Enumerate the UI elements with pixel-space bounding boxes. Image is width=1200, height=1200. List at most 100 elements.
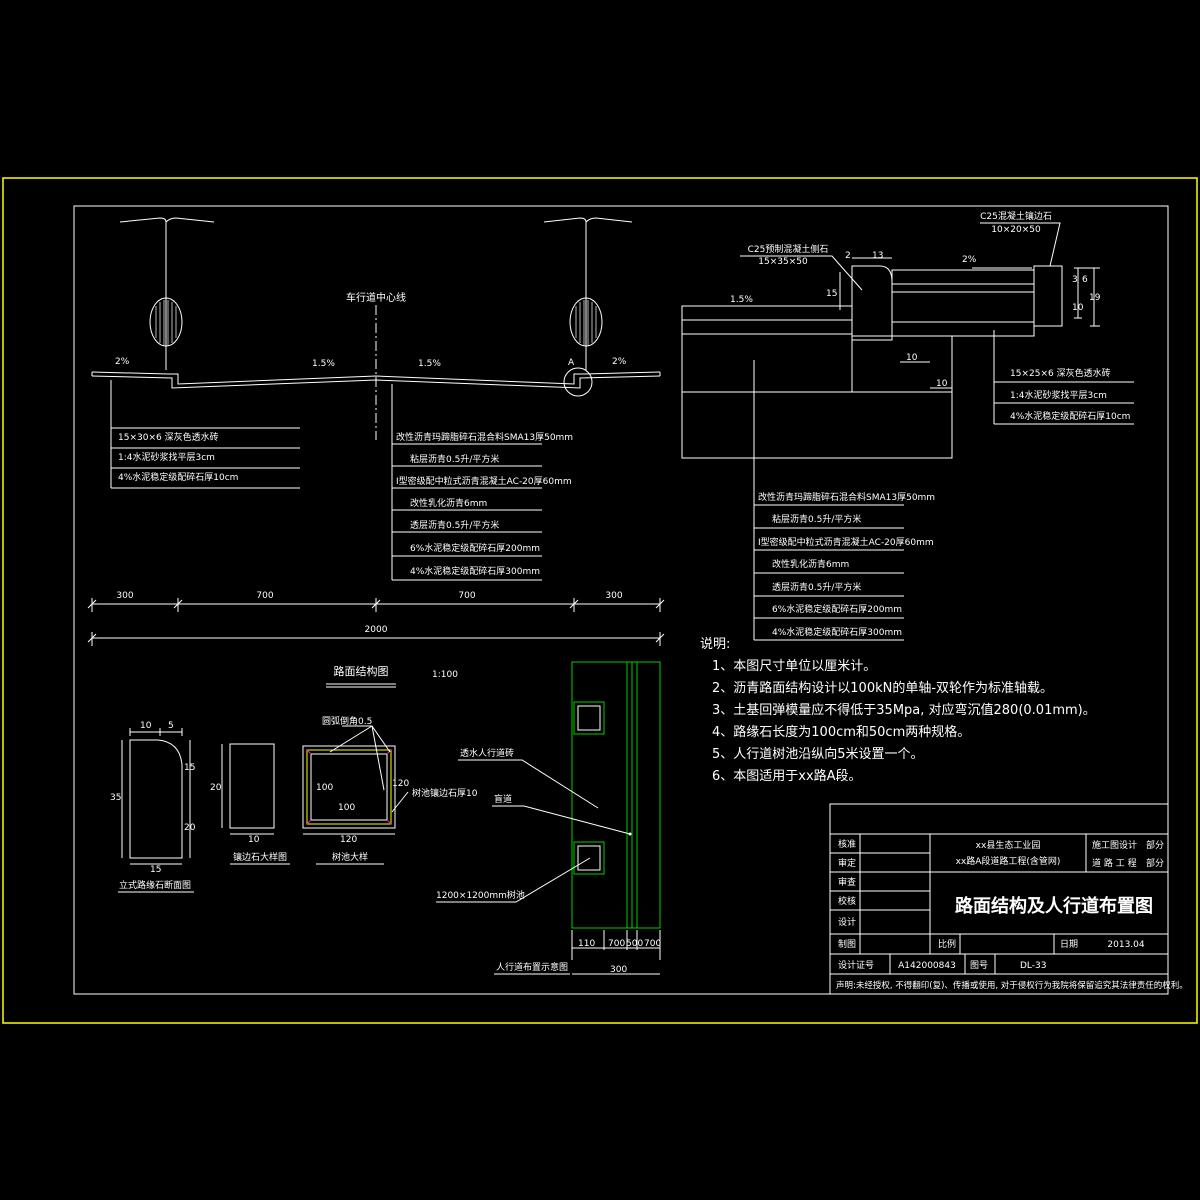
da-road-layer-1: 改性沥青玛蹄脂碎石混合料SMA13厚50mm xyxy=(758,491,935,503)
slope-left-sidewalk: 2% xyxy=(115,357,130,367)
point-a: A xyxy=(568,358,575,368)
sp-dim-3: 500 xyxy=(626,939,643,949)
title-block: 核准 审定 审查 校核 设计 制图 xx县生态工业园 xx路A段道路工程(含管网… xyxy=(829,803,1188,995)
cs-road-layer-7: 4%水泥稳定级配碎石厚300mm xyxy=(410,565,540,577)
tb-stage-2b: 部分 xyxy=(1146,857,1164,869)
sidewalk-grid xyxy=(571,661,661,929)
sp-dim-2: 700 xyxy=(608,939,625,949)
tb-cert-label: 设计证号 xyxy=(838,959,874,971)
slope-right-road: 1.5% xyxy=(418,359,441,369)
tb-drawing-title: 路面结构及人行道布置图 xyxy=(955,895,1153,917)
notes-heading: 说明: xyxy=(700,637,730,652)
tb-date-label: 日期 xyxy=(1060,939,1078,950)
lamp-right xyxy=(543,217,587,370)
da-sidewalk-layer-3: 4%水泥稳定级配碎石厚10cm xyxy=(1010,410,1130,422)
note-2: 2、沥青路面结构设计以100kN的单轴-双轮作为标准轴载。 xyxy=(712,680,1053,696)
detail-a-marker xyxy=(563,367,593,397)
tb-stage-1: 施工图设计 xyxy=(1092,839,1137,851)
detail-a: C25预制混凝土侧石 15×35×50 C25混凝土镶边石 10×20×50 1… xyxy=(681,210,1134,641)
section-scale: 1:100 xyxy=(432,670,458,680)
tb-cert: A142000843 xyxy=(898,961,956,971)
curb-d10: 10 xyxy=(140,721,152,731)
pit-d120b: 120 xyxy=(340,835,357,845)
tree-pit-1 xyxy=(573,701,605,735)
pit-title: 树池大样 xyxy=(332,851,368,863)
cs-road-layer-4: 改性乳化沥青6mm xyxy=(410,497,487,509)
cs-road-layer-6: 6%水泥稳定级配碎石厚200mm xyxy=(410,542,540,554)
tb-date: 2013.04 xyxy=(1107,940,1144,950)
cs-dim-2: 700 xyxy=(256,591,273,601)
tb-scale-label: 比例 xyxy=(938,938,956,950)
sp-dim-total: 300 xyxy=(610,965,627,975)
cs-road-layer-3: I型密级配中粒式沥青混凝土AC-20厚60mm xyxy=(396,475,572,487)
edge-detail: 20 10 镶边石大样图 xyxy=(210,743,290,865)
tb-row-3: 审查 xyxy=(838,876,856,888)
sp-dim-4: 700 xyxy=(644,939,661,949)
da-road-layer-5: 透层沥青0.5升/平方米 xyxy=(772,581,861,593)
slope-right-sidewalk: 2% xyxy=(612,357,627,367)
edge-d10: 10 xyxy=(248,835,260,845)
note-1: 1、本图尺寸单位以厘米计。 xyxy=(712,659,876,674)
cs-dim-3: 700 xyxy=(458,591,475,601)
cs-road-layer-1: 改性沥青玛蹄脂碎石混合料SMA13厚50mm xyxy=(396,431,573,443)
curb-title: 立式路缘石断面图 xyxy=(119,879,191,891)
curb-d35: 35 xyxy=(110,793,121,803)
tb-company: xx县生态工业园 xyxy=(976,839,1041,851)
pit-stone: 树池镶边石厚10 xyxy=(412,787,478,799)
curb-detail: 10 5 35 15 20 15 立式路缘石断面图 xyxy=(110,721,196,893)
pit-d120a: 120 xyxy=(392,779,409,789)
tb-stage-2: 道 路 工 程 xyxy=(1092,857,1137,869)
outer-frame xyxy=(2,177,1198,1024)
pit-chamfer: 圆弧倒角0.5 xyxy=(322,715,372,727)
edge-stone xyxy=(1033,265,1063,327)
cs-dim-4: 300 xyxy=(605,591,622,601)
pit-label: 1200×1200mm树池 xyxy=(436,889,525,901)
curb-d5: 5 xyxy=(168,721,174,731)
tree-pit-2 xyxy=(573,841,605,875)
curb-label: C25预制混凝土侧石 xyxy=(748,243,829,255)
da-dim-r19: 19 xyxy=(1089,293,1101,303)
sp-dim-1: 110 xyxy=(578,939,595,949)
da-dim-r6: 6 xyxy=(1082,275,1088,285)
tb-row-5: 设计 xyxy=(838,916,856,928)
note-3: 3、土基回弹模量应不得低于35Mpa, 对应弯沉值280(0.01mm)。 xyxy=(712,702,1096,718)
tb-row-6: 制图 xyxy=(838,938,856,950)
da-dim-r10: 10 xyxy=(1072,303,1084,313)
sp-title: 人行道布置示意图 xyxy=(496,961,568,973)
da-sidewalk-layer-1: 15×25×6 深灰色透水砖 xyxy=(1010,367,1111,379)
da-road-layer-6: 6%水泥稳定级配碎石厚200mm xyxy=(772,603,902,615)
curb-d15: 15 xyxy=(150,865,161,875)
curb-d20: 20 xyxy=(184,823,196,833)
tb-row-2: 审定 xyxy=(838,857,856,869)
notes: 说明: 1、本图尺寸单位以厘米计。 2、沥青路面结构设计以100kN的单轴-双轮… xyxy=(700,637,1096,784)
tree-pit-detail: 圆弧倒角0.5 树池镶边石厚10 100 120 100 120 树池大样 xyxy=(302,715,478,865)
centerline-label: 车行道中心线 xyxy=(346,291,406,304)
blind-label: 盲道 xyxy=(494,793,512,805)
note-6: 6、本图适用于xx路A段。 xyxy=(712,768,862,784)
da-dim-2: 2 xyxy=(845,251,851,261)
da-slope-right: 2% xyxy=(962,255,977,265)
cs-dim-total: 2000 xyxy=(365,625,388,635)
cs-sidewalk-layer-2: 1:4水泥砂浆找平层3cm xyxy=(118,451,215,463)
edge-size: 10×20×50 xyxy=(991,225,1041,235)
curb-stone xyxy=(851,265,893,341)
cs-sidewalk-layer-3: 4%水泥稳定级配碎石厚10cm xyxy=(118,471,238,483)
tb-stage-1b: 部分 xyxy=(1146,839,1164,851)
road-cross-section: 车行道中心线 A 2% 1.5% 1.5% 2% 15×30×6 深灰色透水砖 … xyxy=(87,217,665,688)
cs-dim-1: 300 xyxy=(116,591,133,601)
tb-project: xx路A段道路工程(含管网) xyxy=(956,855,1061,867)
tb-declaration: 声明:未经授权, 不得翻印(复)、传播或使用, 对于侵权行为我院将保留追究其法律… xyxy=(836,980,1188,991)
tb-row-1: 核准 xyxy=(838,838,856,850)
note-4: 4、路缘石长度为100cm和50cm两种规格。 xyxy=(712,724,970,740)
tb-sheet-label: 图号 xyxy=(970,960,988,971)
pit-d100: 100 xyxy=(316,783,333,793)
da-sidewalk-layer-2: 1:4水泥砂浆找平层3cm xyxy=(1010,389,1107,401)
inner-frame xyxy=(73,205,1169,995)
cs-road-layer-2: 粘层沥青0.5升/平方米 xyxy=(410,453,499,465)
da-dim-10b: 10 xyxy=(936,379,948,389)
da-dim-15: 15 xyxy=(826,289,837,299)
da-dim-13: 13 xyxy=(872,251,883,261)
da-dim-r3: 3 xyxy=(1072,275,1078,285)
da-road-layer-2: 粘层沥青0.5升/平方米 xyxy=(772,513,861,525)
